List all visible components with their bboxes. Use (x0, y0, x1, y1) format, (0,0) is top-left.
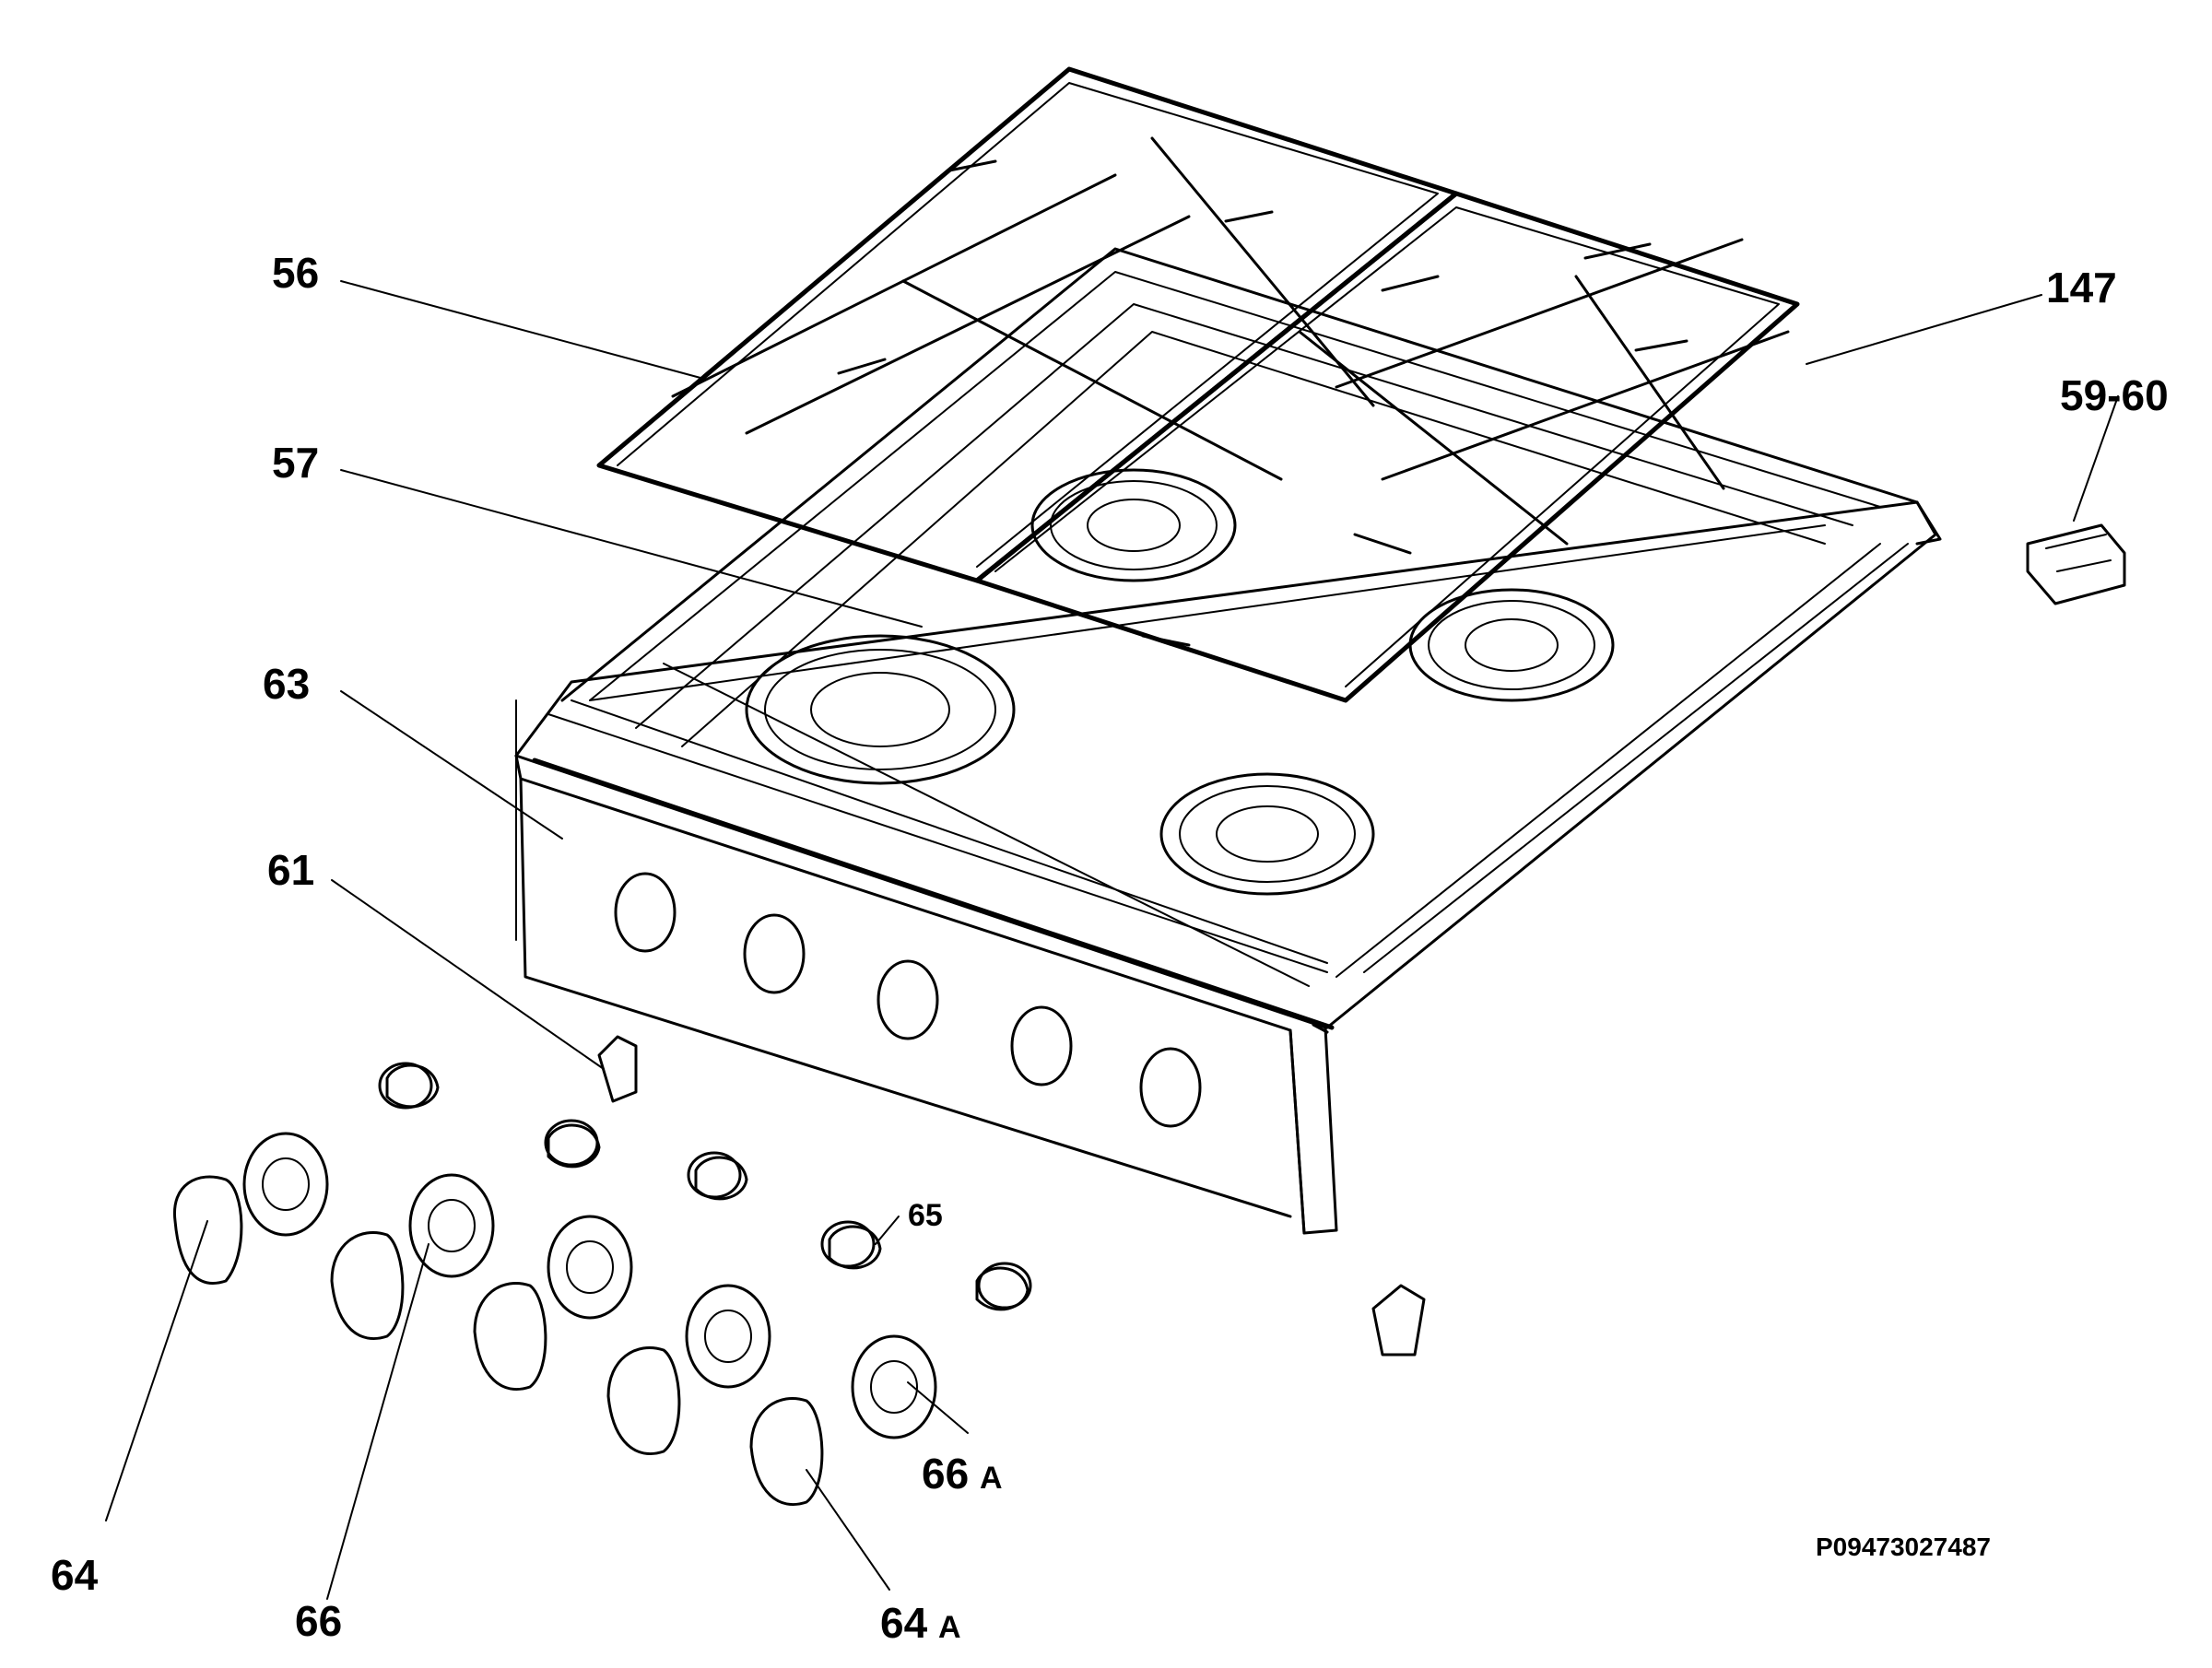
callout-66: 66 (295, 1597, 342, 1645)
callout-59-60: 59-60 (2060, 371, 2169, 419)
callout-56: 56 (272, 249, 319, 297)
callout-61: 61 (267, 846, 314, 894)
callout-64a-suffix: A (938, 1610, 961, 1645)
callout-65: 65 (908, 1198, 943, 1233)
callout-66a-number: 66 (922, 1450, 969, 1498)
leader-lines (105, 280, 2119, 1600)
spare-parts (172, 523, 2126, 1506)
callout-labels: 56 57 63 61 147 59-60 65 64 66 64 A 66 A (51, 249, 2169, 1647)
callout-57: 57 (272, 439, 319, 487)
burners (745, 468, 1615, 896)
hob-top-tray (560, 247, 1919, 747)
knob-holes (614, 872, 1202, 1128)
drawing-code: P09473027487 (1816, 1533, 1991, 1561)
callout-66a-suffix: A (980, 1461, 1003, 1496)
callout-147: 147 (2046, 264, 2117, 311)
callout-64a-number: 64 (880, 1599, 928, 1647)
callout-63: 63 (263, 660, 310, 708)
hob-body (514, 500, 1942, 1235)
callout-64: 64 (51, 1551, 99, 1599)
pan-supports (596, 66, 1800, 703)
